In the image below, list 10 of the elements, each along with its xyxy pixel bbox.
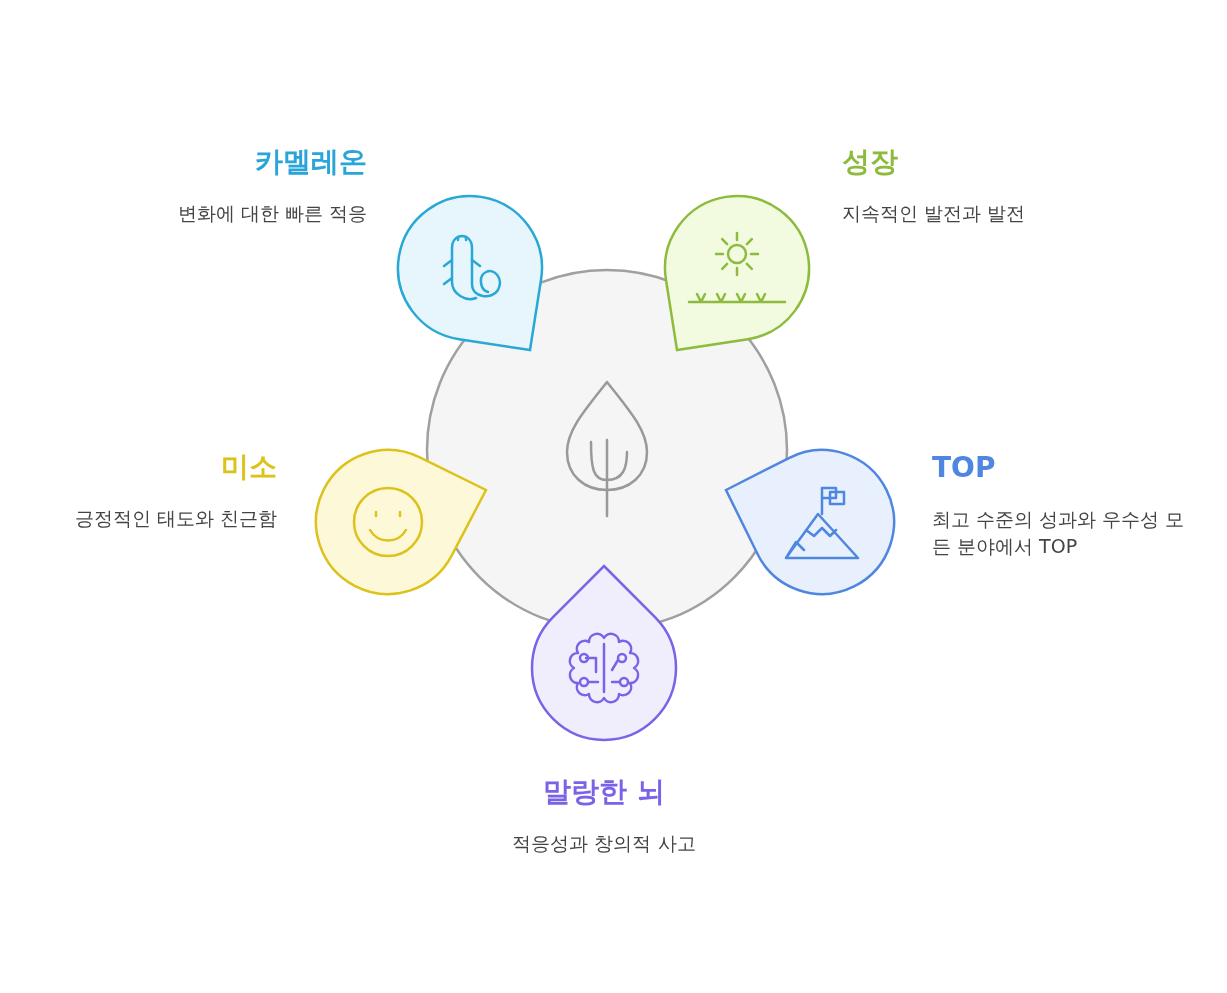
heading: TOP	[932, 450, 997, 486]
description: 긍정적인 태도와 친근함	[73, 506, 277, 531]
heading: 카멜레온	[254, 144, 367, 180]
heading: 성장	[842, 144, 899, 180]
description: 최고 수준의 성과와 우수성 모든 분야에서 TOP	[932, 507, 1186, 559]
description: 적응성과 창의적 사고	[511, 831, 697, 856]
description: 변화에 대한 빠른 적응	[176, 201, 367, 226]
heading: 미소	[220, 449, 277, 485]
heading: 말랑한 뇌	[542, 774, 666, 810]
description: 지속적인 발전과 발전	[842, 201, 1027, 226]
